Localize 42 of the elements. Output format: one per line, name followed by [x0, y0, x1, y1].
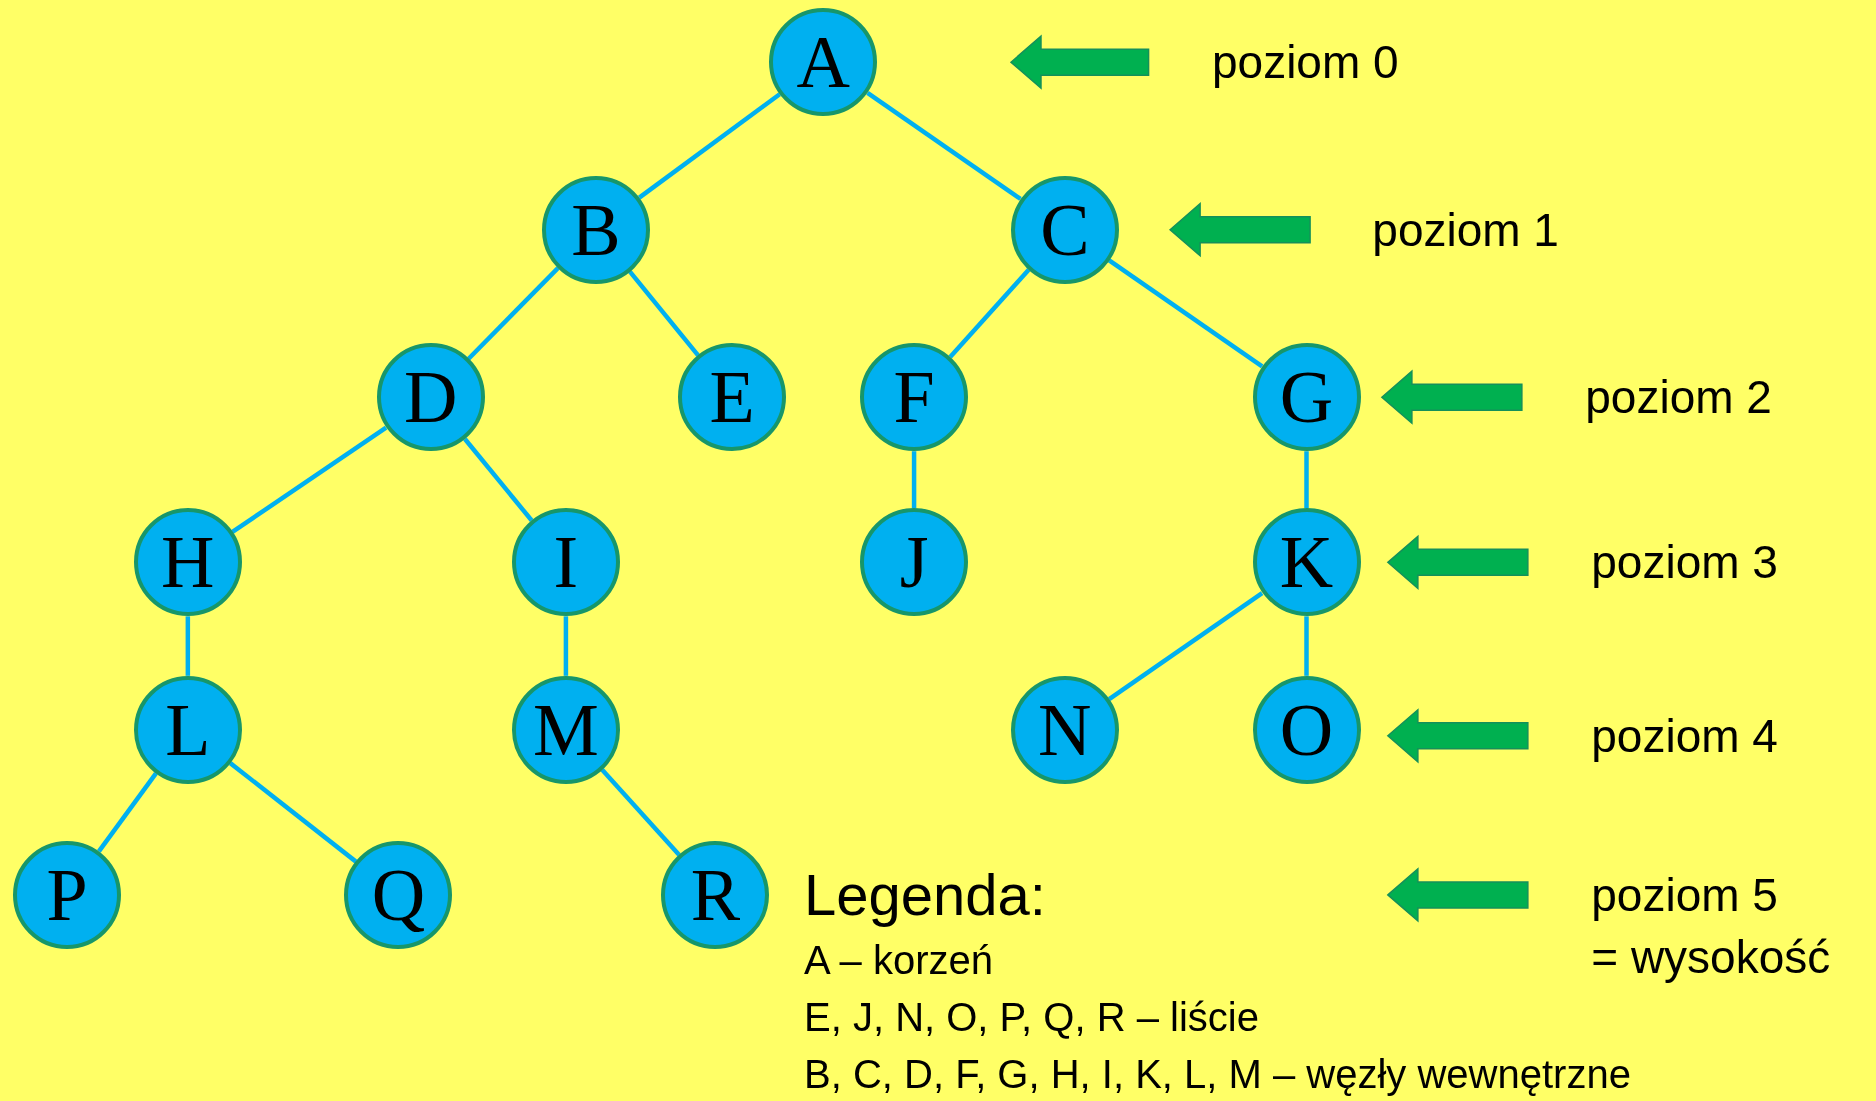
connector-line [231, 425, 388, 534]
node-letter: I [553, 525, 579, 600]
node-letter: L [165, 692, 211, 767]
connector-line [97, 772, 158, 853]
legend-text: E, J, N, O, P, Q, R – liście [804, 996, 1259, 1037]
connector-line [228, 761, 358, 864]
node-letter: J [899, 525, 929, 600]
connector-line [948, 268, 1031, 359]
connector-line [637, 92, 781, 200]
connector-line [463, 437, 534, 522]
node-letter: R [690, 857, 741, 932]
node-letter: F [893, 360, 935, 435]
node-letter: M [533, 692, 599, 767]
level-label: poziom 2 [1585, 374, 1772, 421]
node-letter: O [1279, 692, 1334, 767]
node-letter: G [1279, 360, 1334, 435]
node-letter: H [161, 525, 215, 600]
node-letter: C [1040, 192, 1090, 267]
node-letter: P [46, 857, 88, 932]
node-letter: D [403, 360, 458, 435]
connector-line [866, 91, 1022, 201]
height-note: = wysokość [1591, 934, 1831, 981]
level-label: poziom 3 [1591, 539, 1778, 586]
connector-line [1304, 451, 1309, 509]
connector-line [185, 616, 191, 676]
connector-line [1107, 591, 1264, 701]
connector-line [1304, 616, 1309, 676]
node-letter: N [1038, 692, 1092, 767]
connector-line [563, 616, 569, 676]
node-letter: E [709, 360, 755, 435]
connector-line [911, 451, 917, 509]
level-label: poziom 0 [1211, 39, 1399, 86]
connector-line [628, 270, 700, 357]
connector-line [467, 266, 560, 361]
node-letter: K [1279, 525, 1334, 600]
node-letter: B [571, 192, 621, 267]
connector-line [1107, 258, 1264, 369]
node-letter: Q [371, 857, 426, 932]
legend-text: A – korzeń [804, 939, 993, 980]
connector-line [600, 768, 681, 857]
node-letter: A [796, 25, 850, 100]
legend-text: B, C, D, F, G, H, I, K, L, M – węzły wewnętrzne [804, 1054, 1631, 1095]
